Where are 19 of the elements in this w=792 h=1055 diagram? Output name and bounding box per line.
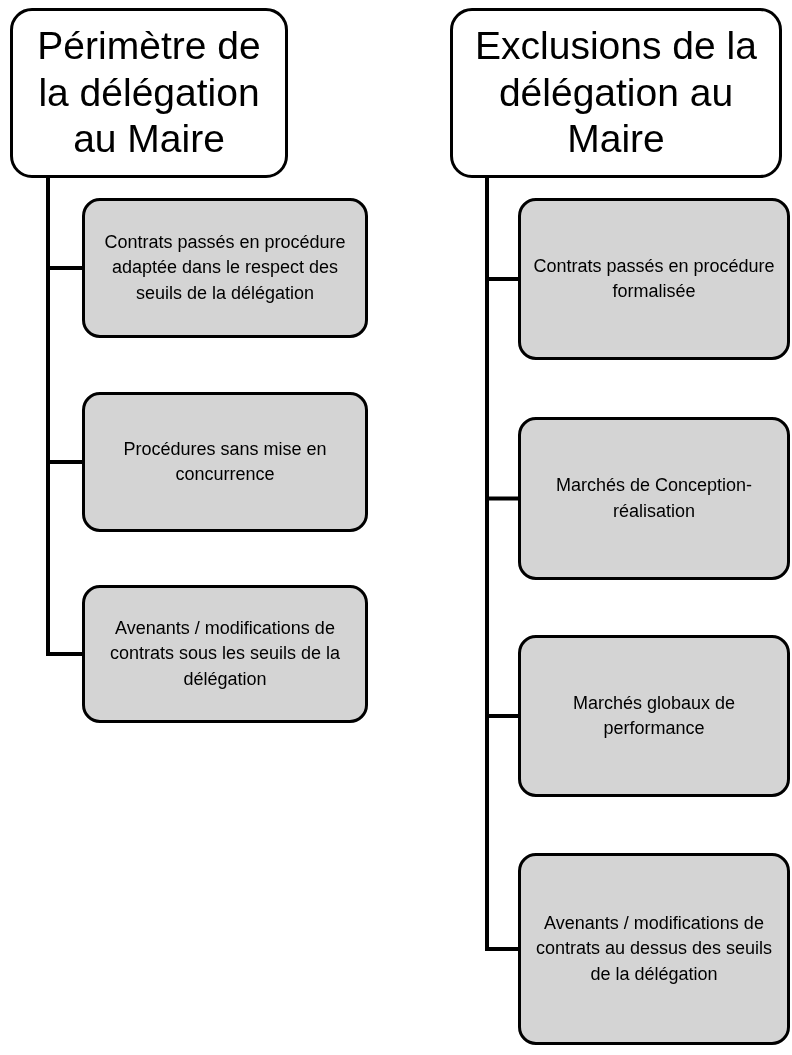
item-box (82, 585, 368, 723)
connector-line (46, 178, 82, 656)
item-box (518, 853, 790, 1045)
heading-box (10, 8, 288, 178)
item-box (82, 392, 368, 532)
item-text: Avenants / modifications de contrats au dessus des seuils de la délégation (534, 912, 774, 986)
item-text: Marchés de Conception-réalisation (554, 474, 754, 523)
heading-text: Exclusions de la délégation au Maire (474, 22, 758, 163)
item-text: Procédures sans mise en concurrence (122, 437, 328, 486)
heading-box (450, 8, 782, 178)
item-text: Contrats passés en procédure formalisée (532, 254, 776, 303)
item-box (518, 417, 790, 580)
item-text: Avenants / modifications de contrats sous les seuils de la délégation (108, 617, 342, 691)
heading-text: Périmètre de la délégation au Maire (36, 22, 262, 163)
item-box (518, 635, 790, 797)
item-text: Contrats passés en procédure adaptée dans le respect des seuils de la délégation (103, 231, 347, 305)
item-box (82, 198, 368, 338)
item-text: Marchés globaux de performance (571, 691, 737, 740)
item-box (518, 198, 790, 360)
